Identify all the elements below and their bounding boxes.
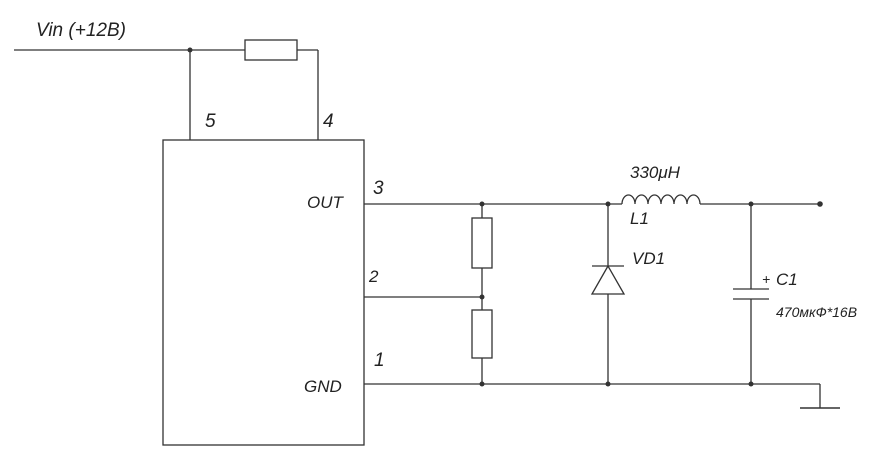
gnd-junction-diode <box>605 381 611 387</box>
input-label: Vin (+12B) <box>36 20 126 41</box>
gnd-rail <box>364 383 821 408</box>
sense-resistor-leads <box>189 49 319 140</box>
capacitor-name-label: C1 <box>776 270 798 289</box>
chip-out-label: OUT <box>307 193 345 212</box>
sense-resistor <box>244 39 298 61</box>
capacitor-polarity-label: + <box>762 271 770 287</box>
pin-2-label: 2 <box>368 267 379 286</box>
pin-4-label: 4 <box>323 111 334 132</box>
gnd-junction-capacitor <box>748 381 754 387</box>
inductor-value-label: 330μH <box>630 163 681 182</box>
pin-5-label: 5 <box>205 111 216 132</box>
chip-gnd-label: GND <box>304 377 342 396</box>
inductor <box>621 194 701 205</box>
capacitor <box>733 288 769 300</box>
inductor-name-label: L1 <box>630 209 649 228</box>
divider-resistor-top <box>471 217 493 269</box>
output-terminal <box>817 201 823 207</box>
diode-name-label: VD1 <box>632 249 665 268</box>
feedback-junction <box>479 294 485 300</box>
pin-3-label: 3 <box>373 178 384 199</box>
pin-1-label: 1 <box>374 350 385 371</box>
ic-chip <box>162 139 365 446</box>
divider-resistor-bottom <box>471 309 493 359</box>
gnd-junction-divider <box>479 381 485 387</box>
capacitor-value-label: 470мкФ*16В <box>776 304 857 320</box>
diode <box>590 264 626 295</box>
divider-wires <box>364 204 483 384</box>
